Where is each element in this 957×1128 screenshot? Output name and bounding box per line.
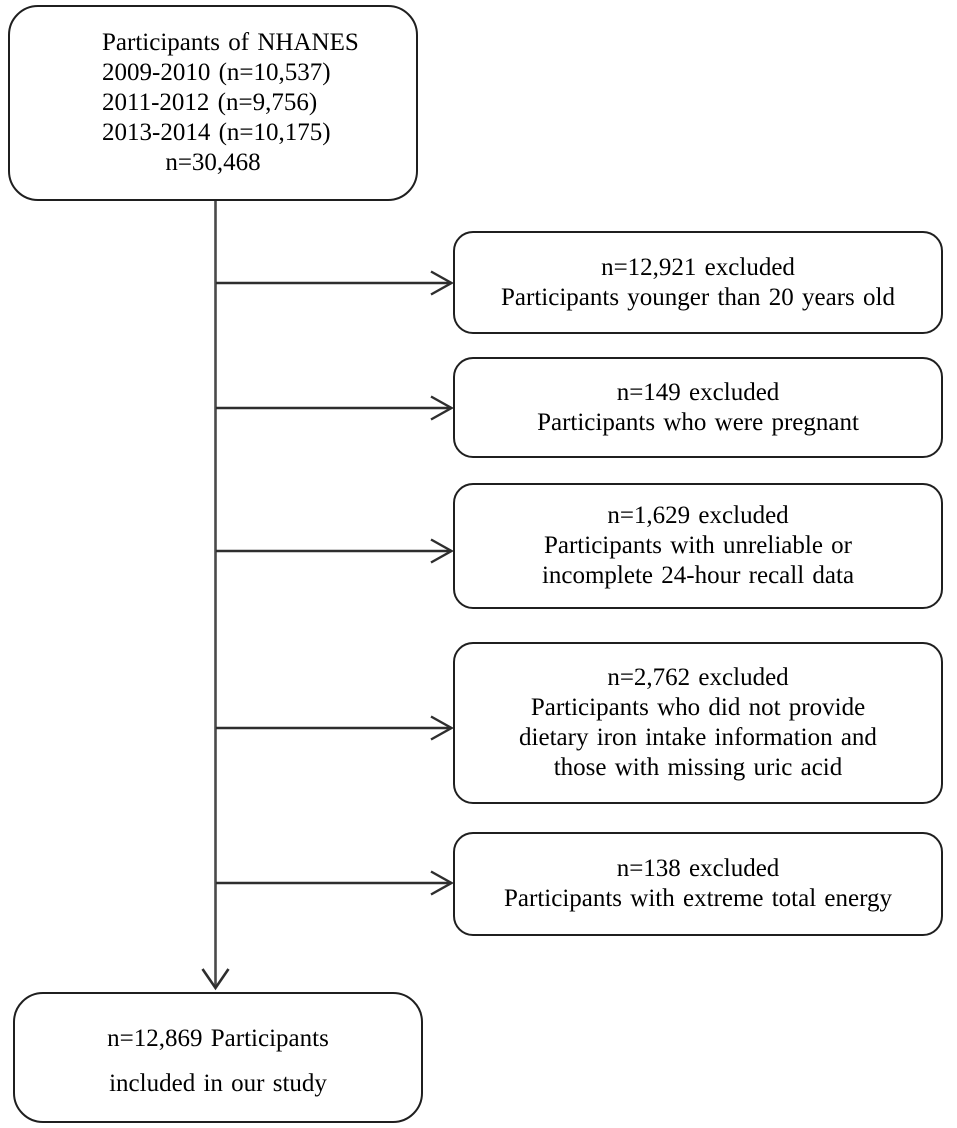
exclusion-reason: Participants who were pregnant: [537, 408, 859, 436]
source-line: 2009-2010 (n=10,537): [102, 59, 331, 86]
exclusion-arrow-3: [216, 538, 454, 564]
arrowhead-icon: [430, 870, 454, 896]
exclusion-box-3: n=1,629 excluded Participants with unrel…: [453, 483, 943, 609]
exclusion-arrow-2: [216, 395, 454, 421]
exclusion-count: n=2,762 excluded: [607, 664, 789, 691]
down-arrowhead-icon: [201, 968, 230, 991]
source-population-box: Participants of NHANES 2009-2010 (n=10,5…: [8, 5, 418, 201]
source-line: Participants of NHANES: [102, 29, 359, 56]
exclusion-count: n=138 excluded: [616, 855, 780, 882]
source-total-line: n=30,468: [165, 149, 261, 176]
final-population-box: n=12,869 Participants included in our st…: [13, 992, 423, 1123]
arrowhead-icon: [430, 270, 454, 296]
final-line: included in our study: [109, 1069, 327, 1097]
exclusion-arrow-1: [216, 270, 454, 296]
arrowhead-icon: [430, 715, 454, 741]
exclusion-arrow-5: [216, 870, 454, 896]
arrowhead-icon: [430, 538, 454, 564]
exclusion-count: n=12,921 excluded: [601, 253, 795, 281]
exclusion-box-5: n=138 excluded Participants with extreme…: [453, 832, 943, 936]
exclusion-reason: Participants younger than 20 years old: [501, 283, 895, 311]
exclusion-count: n=1,629 excluded: [607, 502, 789, 529]
exclusion-reason: Participants who did not provide: [530, 694, 866, 721]
exclusion-box-4: n=2,762 excluded Participants who did no…: [453, 642, 943, 804]
exclusion-reason: dietary iron intake information and: [519, 724, 877, 751]
exclusion-reason: those with missing uric acid: [553, 754, 843, 781]
exclusion-reason: Participants with unreliable or: [543, 532, 852, 559]
final-line: n=12,869 Participants: [107, 1024, 329, 1052]
source-line: 2011-2012 (n=9,756): [102, 89, 318, 116]
source-line: 2013-2014 (n=10,175): [102, 119, 331, 146]
exclusion-reason: Participants with extreme total energy: [504, 885, 892, 912]
arrowhead-icon: [430, 395, 454, 421]
exclusion-reason: incomplete 24-hour recall data: [541, 562, 855, 589]
exclusion-arrow-4: [216, 715, 454, 741]
exclusion-count: n=149 excluded: [616, 378, 780, 406]
exclusion-box-2: n=149 excluded Participants who were pre…: [453, 357, 943, 458]
exclusion-box-1: n=12,921 excluded Participants younger t…: [453, 231, 943, 334]
